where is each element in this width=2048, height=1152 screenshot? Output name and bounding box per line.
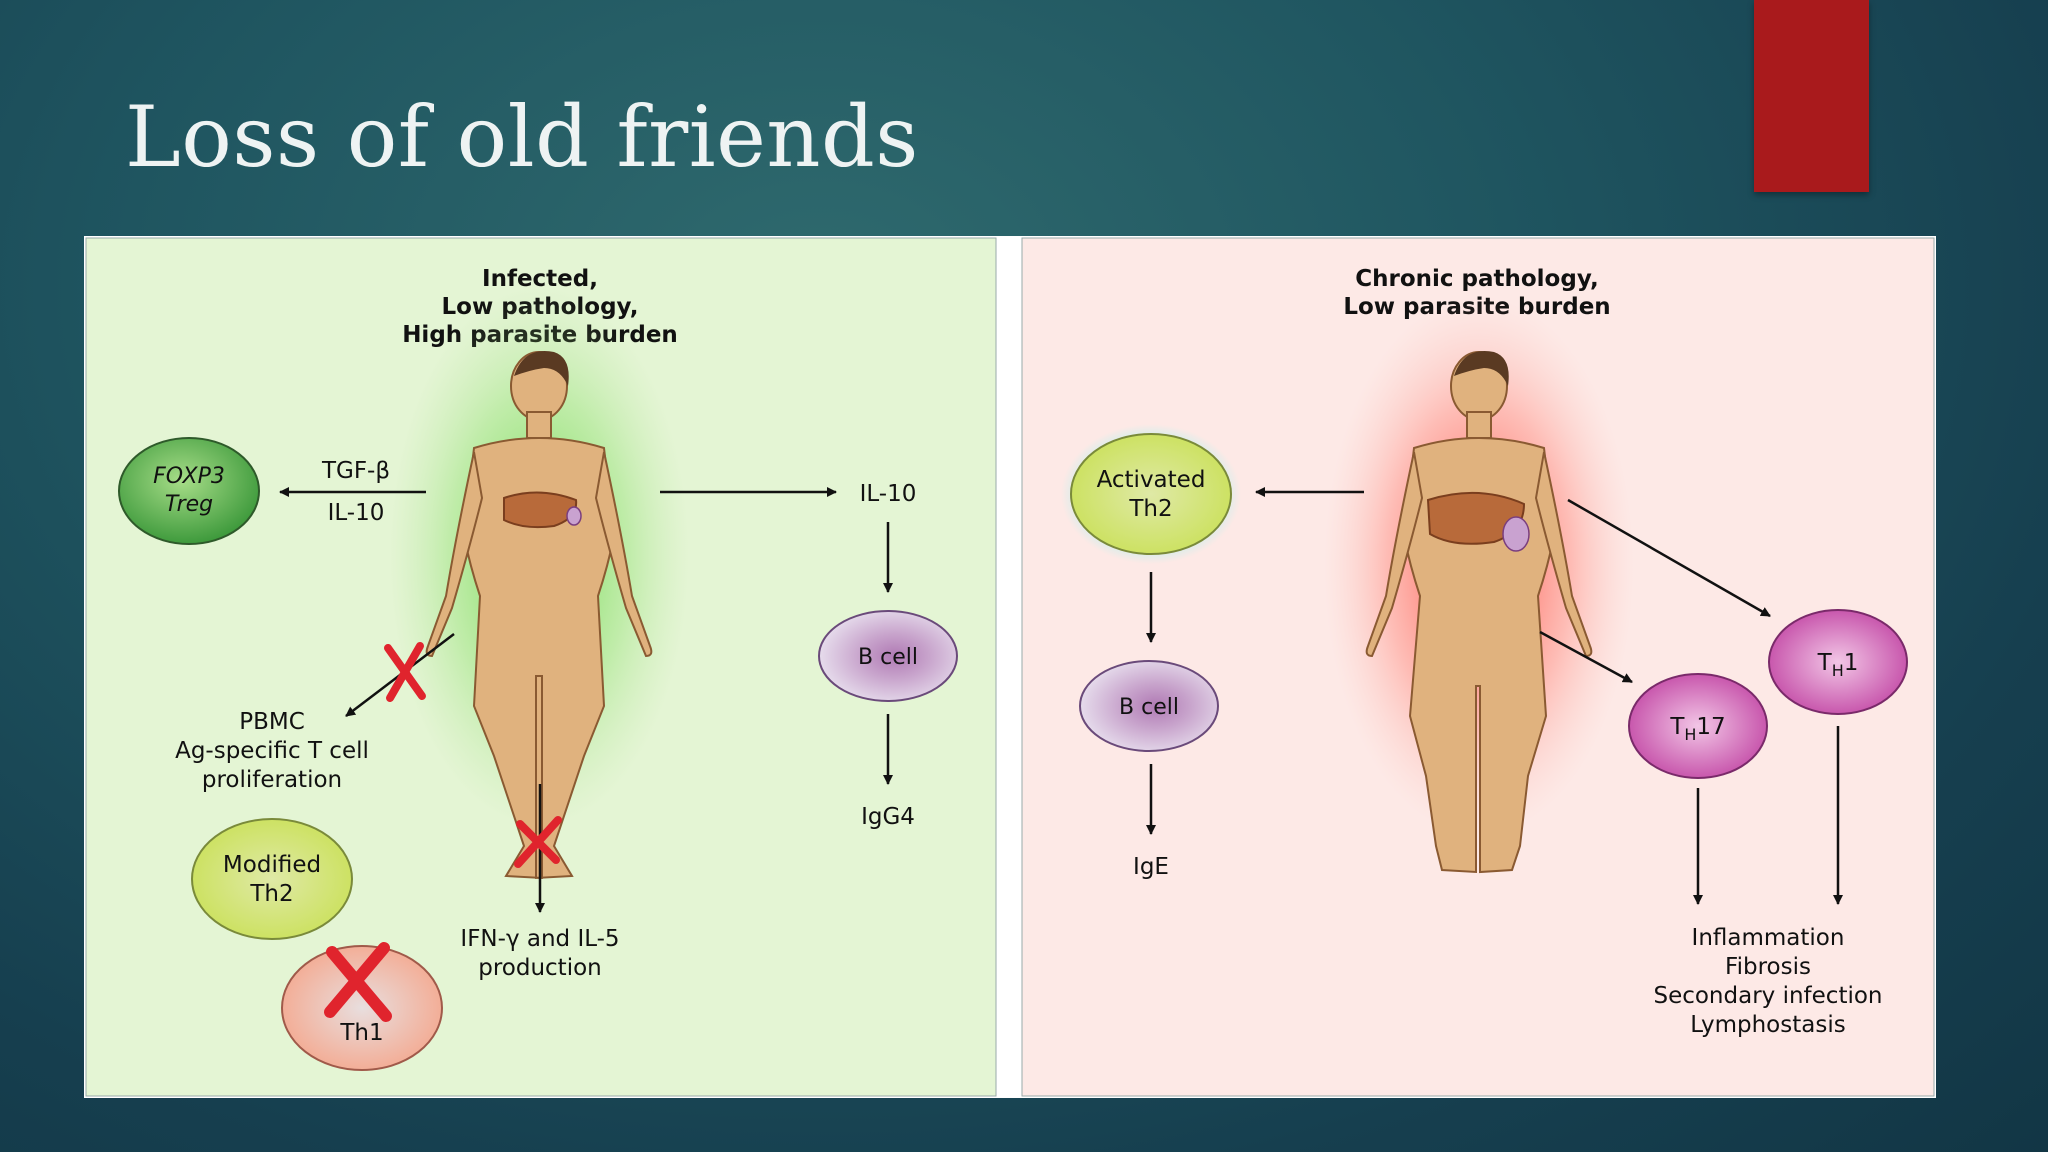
th1-cell-left: Th1	[281, 942, 443, 1071]
outcome-item: Inflammation	[1692, 925, 1845, 951]
th1-right-label-main: T	[1817, 650, 1833, 676]
outcome-item: Secondary infection	[1653, 983, 1882, 1009]
ige-label: IgE	[1133, 854, 1169, 880]
ifn-label: IFN-γ and IL-5	[460, 926, 619, 952]
foxp3-treg-cell: FOXP3 Treg	[118, 437, 260, 545]
modified-th2-label: Th2	[249, 881, 293, 907]
immune-response-figure: Infected, Low pathology, High parasite b…	[84, 236, 1936, 1098]
pbmc-line: proliferation	[202, 767, 342, 793]
ifn-label: production	[478, 955, 602, 981]
arrow-to-th17	[1539, 630, 1633, 684]
th1-right-label-sub: H	[1832, 661, 1844, 680]
svg-text:TH17: TH17	[1669, 714, 1725, 744]
b-cell-label: B cell	[858, 645, 918, 670]
slide-title: Loss of old friends	[125, 88, 919, 186]
activated-th2-label: Th2	[1128, 496, 1172, 522]
tgf-beta-label: TGF-β	[321, 458, 390, 484]
b-cell-right: B cell	[1079, 660, 1219, 752]
il10-right-label: IL-10	[860, 481, 917, 507]
pbmc-line: PBMC	[239, 709, 305, 735]
pbmc-line: Ag-specific T cell	[175, 738, 369, 764]
modified-th2-label: Modified	[223, 852, 321, 878]
th17-label-main: T	[1669, 714, 1685, 740]
th17-label-suffix: 17	[1696, 714, 1725, 740]
activated-th2-label: Activated	[1097, 467, 1206, 493]
arrow-to-th1-right	[1567, 498, 1771, 618]
igg4-label: IgG4	[861, 804, 915, 830]
outcome-item: Fibrosis	[1725, 954, 1811, 980]
svg-text:TH1: TH1	[1817, 650, 1859, 680]
blocked-cross-icon	[514, 816, 562, 868]
blocked-cross-icon	[384, 642, 426, 702]
human-figure-red	[1324, 296, 1634, 874]
blocked-cross-icon	[324, 942, 392, 1022]
th1-right-label-suffix: 1	[1844, 650, 1859, 676]
b-cell-label: B cell	[1119, 695, 1179, 720]
th1-cell-right: TH1	[1768, 609, 1908, 715]
treg-label: FOXP3	[153, 464, 225, 489]
modified-th2-cell: Modified Th2	[191, 818, 353, 940]
b-cell-left: B cell	[818, 610, 958, 702]
right-heading-line: Chronic pathology,	[1355, 266, 1599, 292]
th17-label-sub: H	[1684, 725, 1696, 744]
th17-cell: TH17	[1628, 673, 1768, 779]
outcomes-list: Inflammation Fibrosis Secondary infectio…	[1653, 925, 1882, 1038]
treg-label: Treg	[165, 492, 213, 517]
outcome-item: Lymphostasis	[1690, 1012, 1845, 1038]
th1-left-label: Th1	[339, 1020, 383, 1046]
activated-th2-cell: Activated Th2	[1061, 424, 1241, 564]
accent-tab	[1754, 0, 1869, 192]
il10-left-label: IL-10	[328, 500, 385, 526]
human-figure-green	[389, 286, 689, 880]
pbmc-text: PBMC Ag-specific T cell proliferation	[175, 709, 369, 793]
